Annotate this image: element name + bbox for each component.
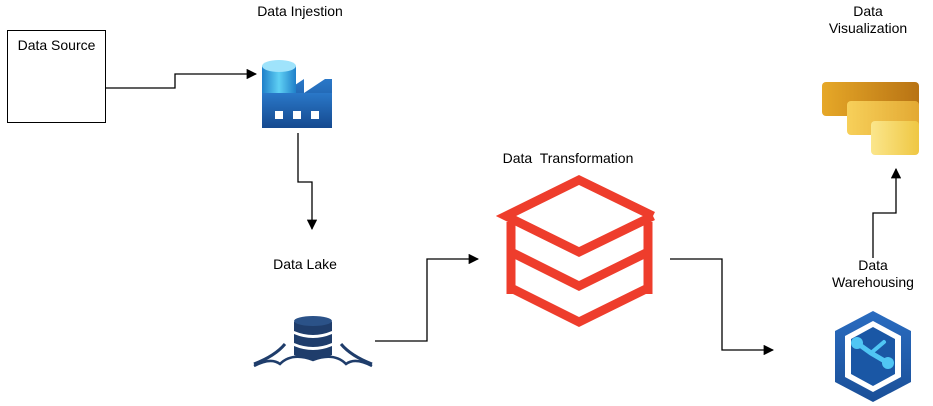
connector-transformation-to-warehousing: [670, 258, 775, 356]
data-visualization-label: Data Visualization: [828, 3, 908, 36]
connectors: [88, 68, 902, 356]
data-factory-icon: [262, 60, 332, 128]
data-source-label: Data Source: [17, 37, 96, 53]
data-source-node[interactable]: Data Source: [7, 30, 106, 123]
data-ingestion-label: Data Injestion: [257, 3, 343, 19]
connector-lake-to-transformation: [375, 253, 480, 342]
data-lake-storage-icon: [253, 316, 373, 368]
connector-ingestion-to-lake: [297, 133, 318, 231]
connector-source-to-ingestion: [88, 68, 258, 89]
data-lake-label: Data Lake: [273, 256, 337, 272]
synapse-analytics-icon: [835, 311, 911, 402]
databricks-icon: [495, 174, 655, 328]
data-warehousing-label: Data Warehousing: [832, 257, 914, 290]
power-bi-icon: [822, 82, 919, 155]
connector-warehousing-to-visualization: [872, 167, 902, 258]
data-transformation-label: Data Transformation: [502, 150, 634, 166]
